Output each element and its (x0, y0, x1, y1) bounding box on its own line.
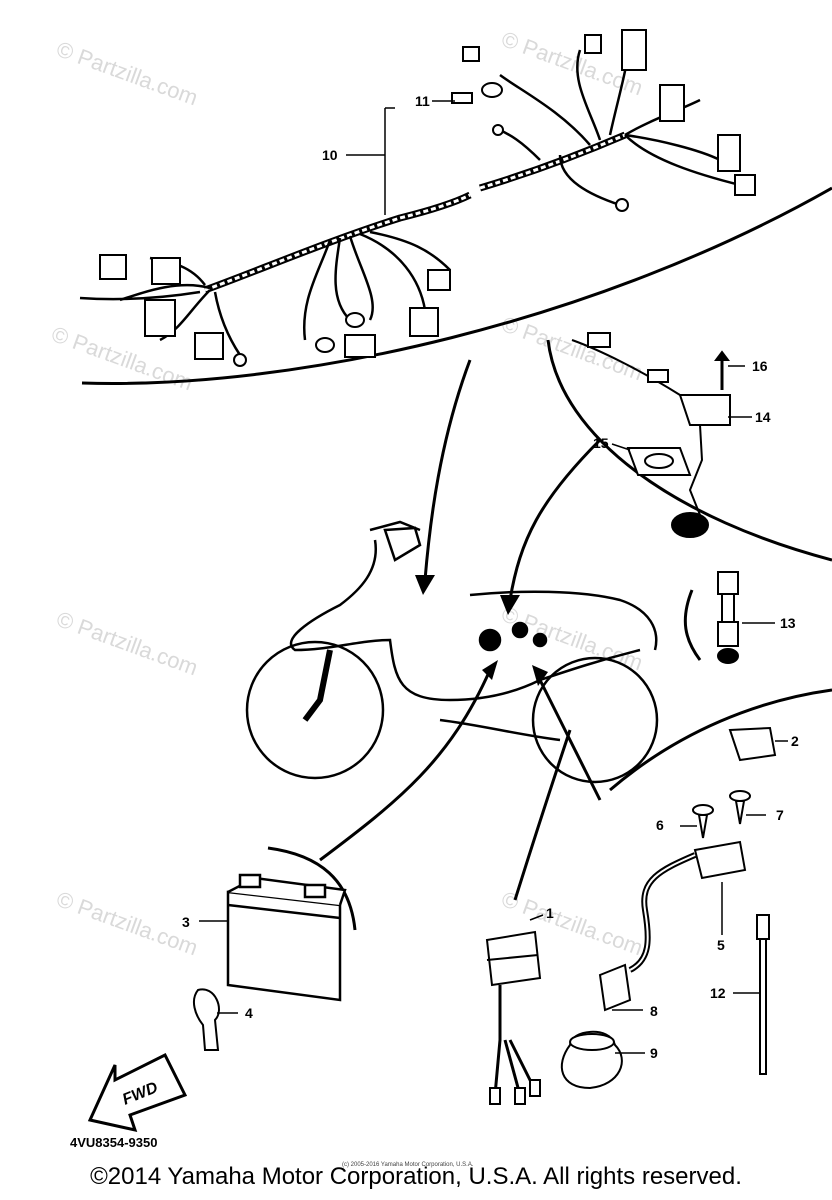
fuel-sender (571, 332, 731, 538)
wire-harness (79, 39, 741, 356)
watermark: © Partzilla.com (53, 606, 201, 680)
callout-1: 1 (546, 905, 554, 921)
fwd-arrow: FWD (87, 1052, 188, 1133)
watermark: © Partzilla.com (53, 886, 201, 960)
watermark: © Partzilla.com (53, 36, 201, 110)
callout-10: 10 (322, 147, 338, 163)
watermarks: © Partzilla.com © Partzilla.com © Partzi… (48, 26, 646, 960)
callout-13: 13 (780, 615, 796, 631)
screws (692, 790, 751, 839)
callout-15: 15 (593, 435, 609, 451)
callout-5: 5 (717, 937, 725, 953)
callout-16: 16 (752, 358, 768, 374)
callout-3: 3 (182, 914, 190, 930)
harness-connectors (99, 29, 756, 367)
section-curves (81, 186, 832, 931)
part-11-connector (451, 92, 473, 104)
part-4-breather (192, 988, 220, 1051)
callout-14: 14 (755, 409, 771, 425)
part-code: 4VU8354-9350 (70, 1135, 157, 1150)
pointer-lines (319, 359, 602, 901)
part-12-strap (756, 914, 770, 1075)
callout-4: 4 (245, 1005, 253, 1021)
part-1-cdi (485, 930, 542, 1105)
scooter (245, 520, 659, 784)
part-13 (717, 571, 739, 664)
callout-7: 7 (776, 807, 784, 823)
callout-9: 9 (650, 1045, 658, 1061)
callout-2: 2 (791, 733, 799, 749)
ignition-coil (560, 840, 747, 1090)
callouts: 1 2 3 4 5 6 7 8 9 10 11 12 13 14 15 16 (182, 93, 799, 1061)
callout-8: 8 (650, 1003, 658, 1019)
arrow-heads (415, 575, 548, 686)
small-copyright: (c) 2005-2016 Yamaha Motor Corporation, … (342, 1162, 474, 1168)
callout-11: 11 (415, 93, 430, 109)
callout-6: 6 (656, 817, 664, 833)
leader-lines (199, 100, 788, 1054)
watermark: © Partzilla.com (498, 311, 646, 385)
copyright-notice: ©2014 Yamaha Motor Corporation, U.S.A. A… (90, 1163, 742, 1190)
battery (226, 873, 347, 1002)
part-2-relay (728, 726, 777, 762)
callout-12: 12 (710, 985, 726, 1001)
